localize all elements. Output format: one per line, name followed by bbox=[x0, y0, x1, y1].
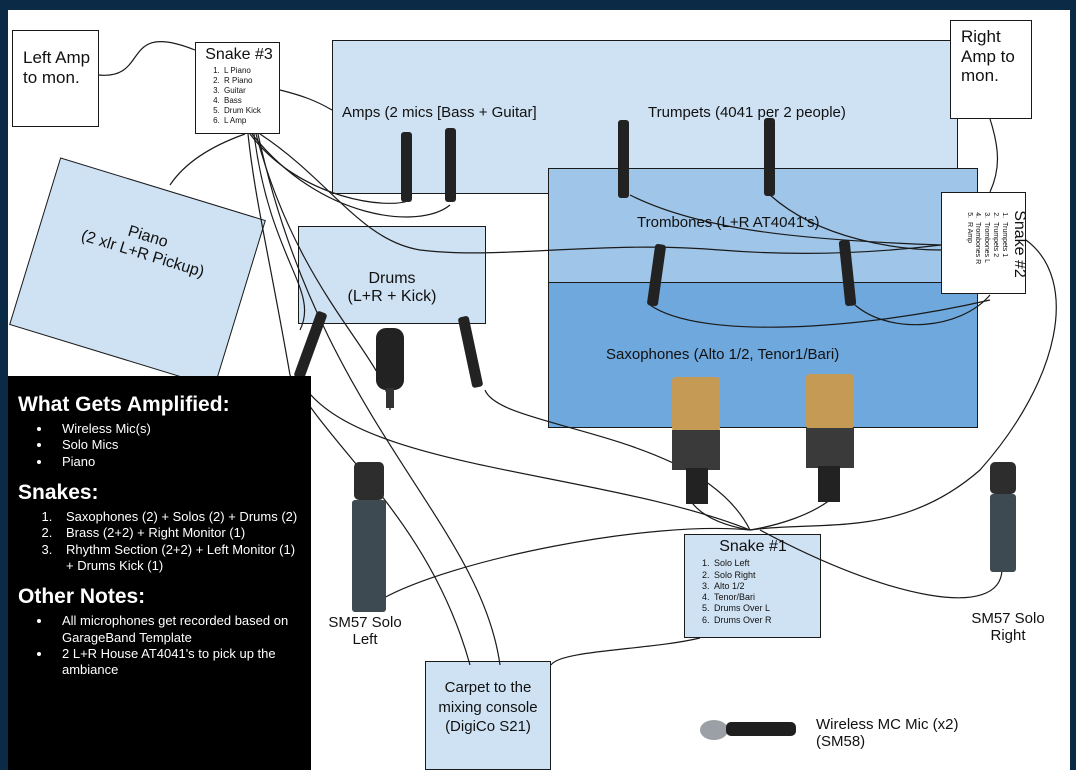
other-notes-list: All microphones get recorded based on Ga… bbox=[18, 613, 301, 678]
wireless-line2: (SM58) bbox=[816, 733, 866, 751]
snake1-list: Solo Left Solo Right Alto 1/2 Tenor/Bari… bbox=[688, 558, 818, 626]
snake3-item: R Piano bbox=[222, 76, 280, 86]
snake2-block: Snake #2 Trumpets 1 Trumpets 2 Trombones… bbox=[944, 196, 1028, 292]
sm57-left-label: SM57 Solo Left bbox=[318, 614, 412, 649]
amplified-heading: What Gets Amplified: bbox=[18, 393, 230, 416]
snake3-item: L Piano bbox=[222, 66, 280, 76]
wireless-line1: Wireless MC Mic (x2) bbox=[816, 716, 959, 733]
snake1-block: Snake #1 Solo Left Solo Right Alto 1/2 T… bbox=[688, 538, 818, 626]
snake1-item: Solo Left bbox=[712, 558, 818, 569]
snakes-item: Brass (2+2) + Right Monitor (1) bbox=[56, 525, 301, 541]
snake1-item: Alto 1/2 bbox=[712, 581, 818, 592]
snake2-item: Trombones L bbox=[981, 220, 990, 292]
snake1-item: Drums Over L bbox=[712, 603, 818, 614]
snake3-box bbox=[195, 42, 280, 134]
saxophones-label: Saxophones (Alto 1/2, Tenor1/Bari) bbox=[606, 346, 840, 363]
snakes-item: Saxophones (2) + Solos (2) + Drums (2) bbox=[56, 509, 301, 525]
right-amp-label: Right Amp to mon. bbox=[961, 27, 1015, 86]
snake3-item: L Amp bbox=[222, 116, 280, 126]
left-amp-label: Left Amp to mon. bbox=[23, 48, 91, 87]
snake1-item: Drums Over R bbox=[712, 615, 818, 626]
snake2-item: Trombones R bbox=[973, 220, 981, 292]
snakes-item: Rhythm Section (2+2) + Left Monitor (1) … bbox=[56, 542, 301, 575]
snake2-title: Snake #2 bbox=[1011, 210, 1028, 278]
snake1-box bbox=[684, 534, 821, 638]
drums-label: Drums (L+R + Kick) bbox=[298, 270, 486, 307]
left-amp-box bbox=[12, 30, 99, 127]
carpet-label: Carpet to the mixing console (DigiCo S21… bbox=[438, 679, 538, 735]
trumpets-label: Trumpets (4041 per 2 people) bbox=[648, 104, 846, 121]
other-notes-item: 2 L+R House AT4041's to pick up the ambi… bbox=[52, 646, 301, 679]
drums-zone bbox=[298, 226, 486, 324]
snake2-list: Trumpets 1 Trumpets 2 Trombones L Trombo… bbox=[964, 196, 1008, 292]
snake2-item: R Amp bbox=[964, 220, 973, 292]
snake1-item: Tenor/Bari bbox=[712, 592, 818, 603]
sm57-right-line2: Right bbox=[990, 627, 1026, 645]
snake3-item: Bass bbox=[222, 96, 280, 106]
snake2-box bbox=[941, 192, 1026, 294]
snake3-title: Snake #3 bbox=[205, 46, 273, 63]
snake3-item: Guitar bbox=[222, 86, 280, 96]
sm57-left-line2: Left bbox=[352, 631, 378, 649]
right-amp-box bbox=[950, 20, 1032, 119]
drums-subtitle: (L+R + Kick) bbox=[347, 288, 437, 306]
snakes-heading: Snakes: bbox=[18, 480, 99, 504]
snake1-item: Solo Right bbox=[712, 570, 818, 581]
snake3-block: Snake #3 L Piano R Piano Guitar Bass Dru… bbox=[198, 46, 280, 126]
wireless-label: Wireless MC Mic (x2) (SM58) bbox=[816, 716, 959, 751]
carpet-box bbox=[425, 661, 551, 770]
snake1-title: Snake #1 bbox=[719, 538, 787, 555]
sm57-right-label: SM57 Solo Right bbox=[960, 610, 1056, 645]
notes-panel: What Gets Amplified: Wireless Mic(s) Sol… bbox=[8, 376, 311, 770]
other-notes-item: All microphones get recorded based on Ga… bbox=[52, 613, 301, 646]
amps-label: Amps (2 mics [Bass + Guitar] bbox=[342, 104, 537, 121]
amplified-item: Piano bbox=[52, 454, 301, 470]
drums-title: Drums bbox=[368, 270, 416, 287]
trombones-label: Trombones (L+R AT4041's) bbox=[637, 214, 820, 231]
snake2-item: Trumpets 2 bbox=[990, 220, 999, 292]
amplified-list: Wireless Mic(s) Solo Mics Piano bbox=[18, 421, 301, 470]
other-notes-heading: Other Notes: bbox=[18, 585, 146, 609]
sm57-left-line1: SM57 Solo bbox=[328, 614, 402, 631]
snake2-item: Trumpets 1 bbox=[999, 220, 1008, 292]
snake3-item: Drum Kick bbox=[222, 106, 280, 116]
snake3-list: L Piano R Piano Guitar Bass Drum Kick L … bbox=[198, 66, 280, 126]
saxophones-zone bbox=[548, 282, 978, 428]
amplified-item: Solo Mics bbox=[52, 437, 301, 453]
sm57-right-line1: SM57 Solo bbox=[971, 610, 1045, 627]
snakes-list: Saxophones (2) + Solos (2) + Drums (2) B… bbox=[18, 509, 301, 574]
amplified-item: Wireless Mic(s) bbox=[52, 421, 301, 437]
